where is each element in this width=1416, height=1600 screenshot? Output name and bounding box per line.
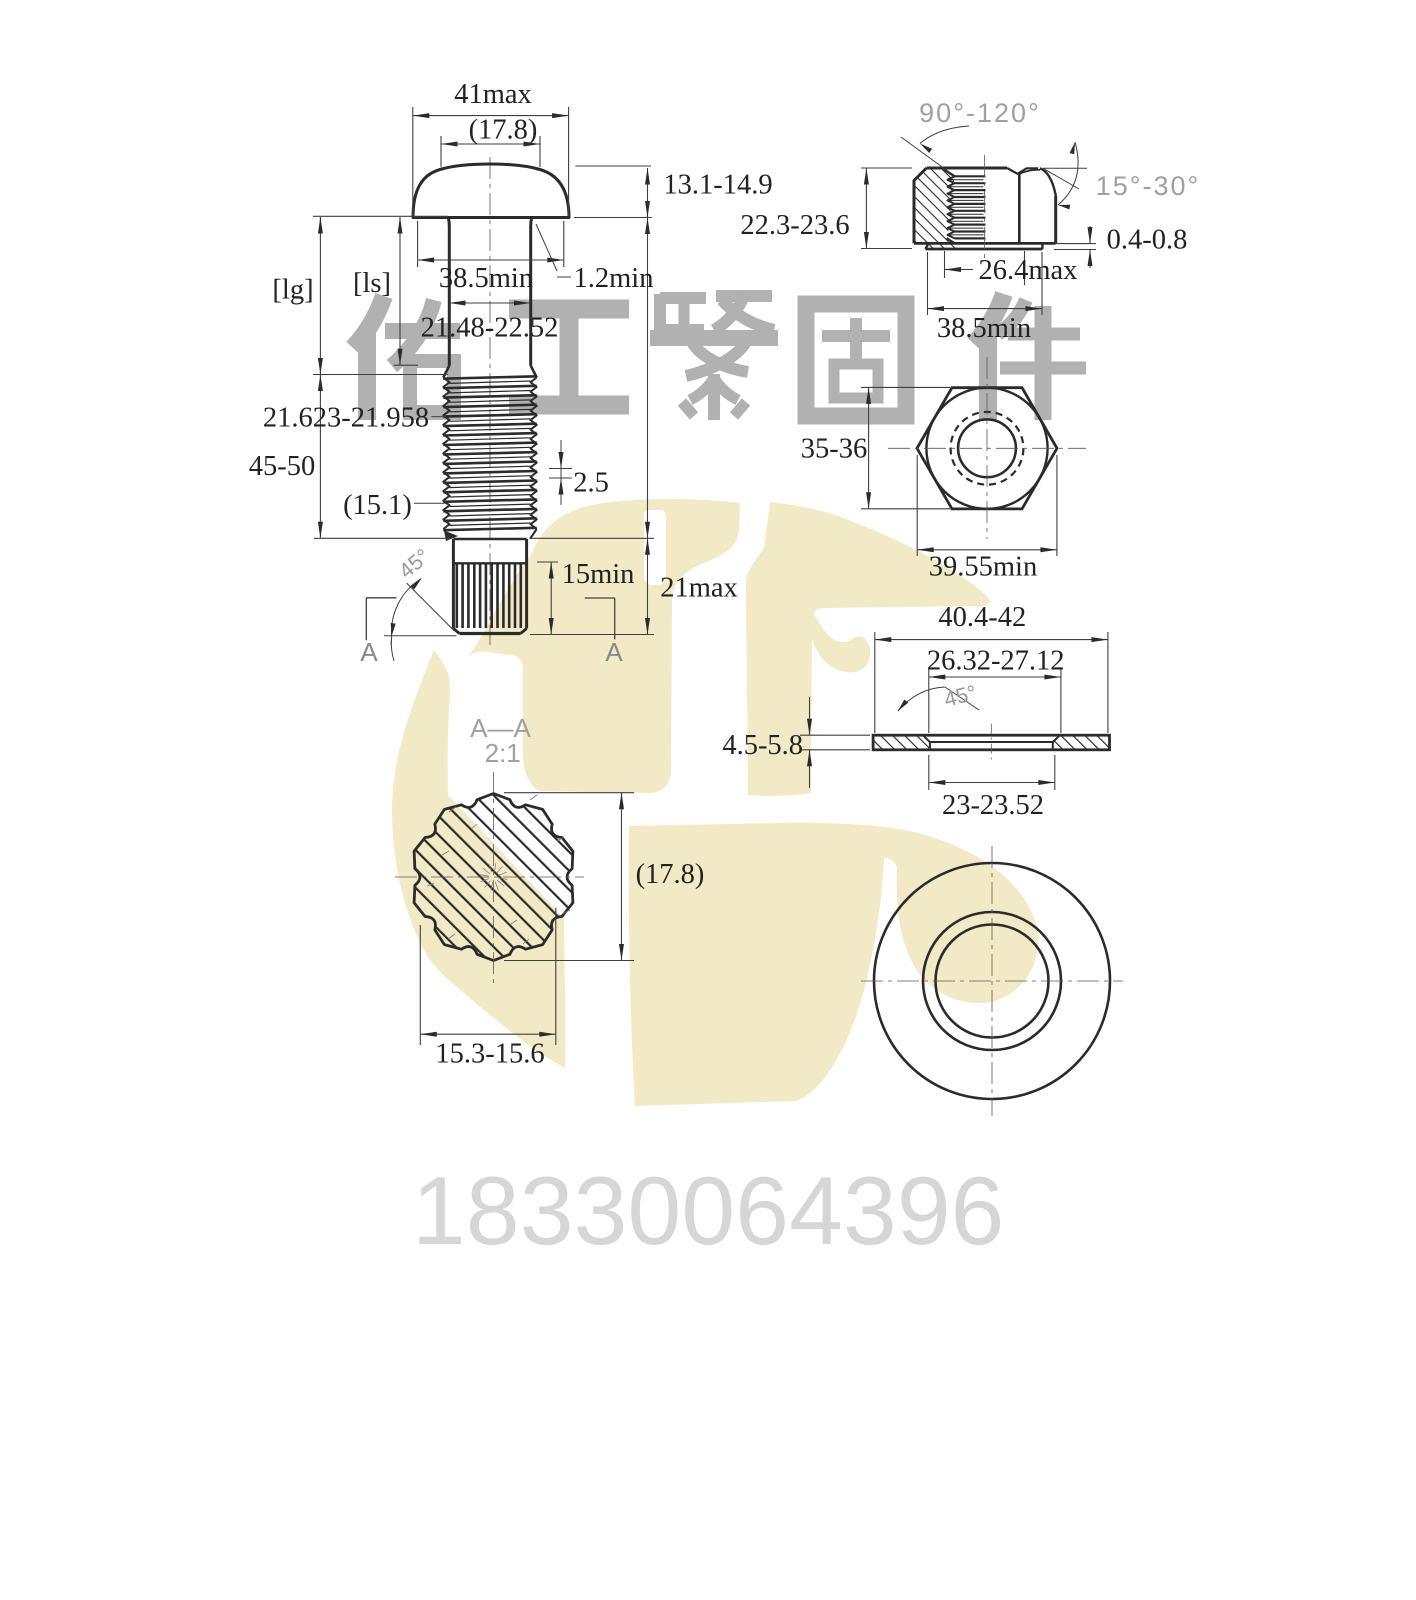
- svg-text:(15.1): (15.1): [343, 490, 412, 521]
- svg-text:2.5: 2.5: [573, 468, 609, 499]
- svg-text:15min: 15min: [562, 559, 635, 590]
- svg-text:0.4-0.8: 0.4-0.8: [1107, 225, 1188, 256]
- svg-text:21max: 21max: [660, 573, 738, 604]
- svg-text:41max: 41max: [454, 79, 532, 110]
- svg-text:45-50: 45-50: [249, 451, 316, 482]
- svg-text:(17.8): (17.8): [636, 859, 705, 890]
- svg-text:1.2min: 1.2min: [574, 263, 654, 294]
- svg-text:23-23.52: 23-23.52: [942, 790, 1044, 821]
- svg-text:90°-120°: 90°-120°: [919, 98, 1041, 128]
- svg-text:39.55min: 39.55min: [929, 552, 1037, 583]
- svg-text:15.3-15.6: 15.3-15.6: [435, 1038, 544, 1069]
- svg-text:45°: 45°: [942, 681, 979, 712]
- svg-text:A: A: [605, 637, 623, 667]
- svg-text:[ls]: [ls]: [353, 268, 391, 299]
- svg-text:21.623-21.958: 21.623-21.958: [263, 403, 429, 434]
- svg-text:40.4-42: 40.4-42: [938, 602, 1026, 633]
- svg-text:A: A: [360, 637, 378, 667]
- svg-text:45°: 45°: [394, 544, 434, 583]
- svg-text:(17.8): (17.8): [469, 115, 538, 146]
- svg-text:26.4max: 26.4max: [979, 255, 1078, 286]
- svg-text:[lg]: [lg]: [272, 275, 313, 306]
- svg-text:13.1-14.9: 13.1-14.9: [663, 170, 772, 201]
- svg-text:35-36: 35-36: [801, 434, 868, 465]
- svg-text:15°-30°: 15°-30°: [1096, 171, 1201, 201]
- svg-text:A—A: A—A: [470, 713, 531, 743]
- svg-text:2:1: 2:1: [485, 738, 521, 768]
- svg-text:4.5-5.8: 4.5-5.8: [722, 730, 803, 761]
- svg-text:38.5min: 38.5min: [439, 263, 533, 294]
- svg-text:22.3-23.6: 22.3-23.6: [740, 210, 849, 241]
- svg-text:38.5min: 38.5min: [937, 313, 1031, 344]
- svg-text:21.48-22.52: 21.48-22.52: [421, 313, 559, 344]
- svg-text:26.32-27.12: 26.32-27.12: [927, 646, 1065, 677]
- svg-text:18330064396: 18330064396: [412, 1158, 1005, 1265]
